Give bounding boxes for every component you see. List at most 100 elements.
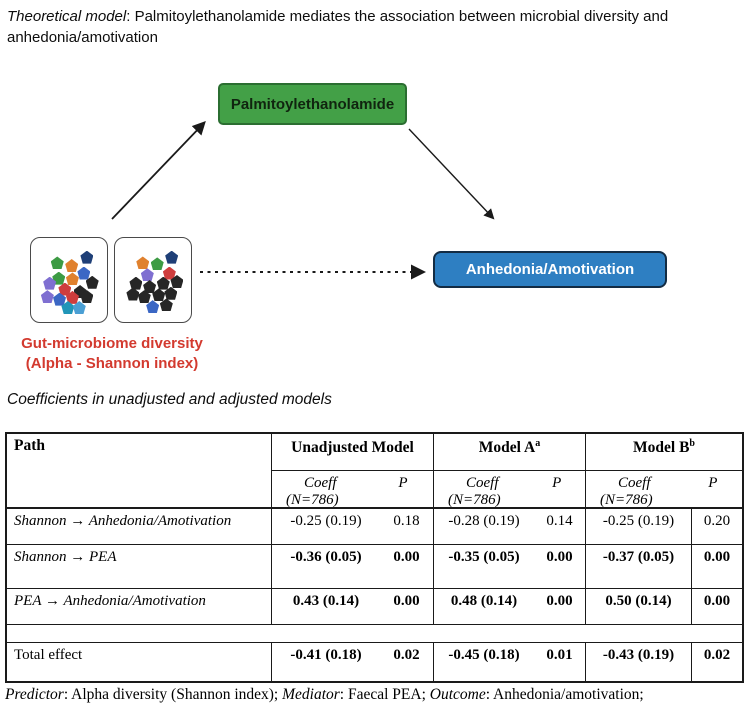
- p-cell: 0.00: [380, 589, 434, 625]
- black-microbe-dot: [143, 280, 157, 293]
- model-b-header: Model Bb: [586, 434, 742, 471]
- coeff-subheader: Coeff(N=786): [590, 475, 688, 507]
- orange-microbe-dot: [65, 259, 79, 272]
- black-microbe-dot: [152, 288, 166, 302]
- red-microbe-dot: [58, 282, 72, 296]
- coeff-cell: 0.48 (0.14): [434, 589, 534, 625]
- red-microbe-dot: [65, 290, 79, 304]
- path-cell: Shannon → Anhedonia/Amotivation: [7, 509, 272, 545]
- p-cell: 0.00: [692, 545, 742, 589]
- green-microbe-dot: [150, 257, 164, 271]
- orange-microbe-dot: [136, 256, 150, 270]
- unadjusted-subheader: Coeff(N=786) P: [272, 471, 434, 509]
- path-column-header: Path: [7, 434, 272, 509]
- coeff-cell: -0.25 (0.19): [272, 509, 380, 545]
- blue-microbe-dot: [146, 300, 160, 314]
- model-a-subheader: Coeff(N=786) P: [434, 471, 586, 509]
- p-label: P: [398, 475, 408, 491]
- model-b-label: Model B: [633, 439, 690, 457]
- p-cell: 0.00: [534, 545, 586, 589]
- coeff-cell: 0.50 (0.14): [586, 589, 692, 625]
- n-label: (N=786): [286, 492, 339, 508]
- red-microbe-dot: [162, 266, 176, 280]
- black-microbe-dot: [164, 286, 178, 300]
- p-cell: 0.18: [380, 509, 434, 545]
- outcome-box-label: Anhedonia/Amotivation: [465, 261, 635, 278]
- purple-microbe-dot: [40, 290, 54, 304]
- coeff-label: Coeff: [466, 475, 499, 491]
- black-microbe-dot: [156, 276, 170, 290]
- coeff-cell: -0.28 (0.19): [434, 509, 534, 545]
- p-cell: 0.02: [380, 643, 434, 681]
- black-microbe-dot: [80, 290, 94, 304]
- footnote-predictor-label: Predictor: [5, 686, 64, 703]
- p-label: P: [708, 475, 718, 491]
- coeff-cell: -0.43 (0.19): [586, 643, 692, 681]
- coeff-cell: -0.25 (0.19): [586, 509, 692, 545]
- black-microbe-dot: [126, 287, 140, 301]
- coeff-cell: -0.45 (0.18): [448, 647, 520, 663]
- coeff-label: Coeff: [304, 475, 337, 491]
- black-microbe-dot: [137, 290, 151, 304]
- figure-title-rest: : Palmitoylethanolamide mediates the ass…: [7, 8, 669, 46]
- lightblue-microbe-dot: [72, 301, 86, 314]
- p-cell: 0.00: [534, 589, 586, 625]
- coeff-cell: -0.35 (0.05): [434, 545, 534, 589]
- microbiome-box-diverse: [30, 237, 108, 323]
- model-a-header: Model Aa: [434, 434, 586, 471]
- predictor-caption-line2: (Alpha - Shannon index): [25, 355, 199, 372]
- path-cell: Total effect: [7, 643, 272, 681]
- p-cell: 0.00: [692, 589, 742, 625]
- model-a-label: Model A: [478, 439, 536, 457]
- orange-microbe-dot: [65, 272, 79, 286]
- black-microbe-dot: [170, 274, 184, 288]
- coeff-cell: -0.37 (0.05): [586, 545, 692, 589]
- predictor-caption-line1: Gut-microbiome diversity: [21, 335, 203, 352]
- navy-microbe-dot: [80, 250, 94, 264]
- black-microbe-dot: [85, 275, 99, 289]
- model-b-sup: b: [689, 438, 695, 449]
- black-microbe-dot: [159, 298, 173, 312]
- coeff-subheader: Coeff(N=786): [438, 475, 532, 507]
- footnote-predictor-text: : Alpha diversity (Shannon index);: [63, 686, 283, 703]
- coeff-subheader: Coeff(N=786): [276, 475, 377, 507]
- footnote-outcome-text: : Anhedonia/amotivation;: [485, 686, 644, 703]
- coeff-cell: 0.43 (0.14): [272, 589, 380, 625]
- unadjusted-model-label: Unadjusted Model: [291, 439, 414, 457]
- p-cell: 0.02: [703, 647, 731, 663]
- p-cell: 0.00: [380, 545, 434, 589]
- coefficients-table: Path Unadjusted Model Model Aa Model Bb …: [5, 432, 744, 683]
- outcome-box: Anhedonia/Amotivation: [433, 251, 667, 288]
- footnote-mediator-text: : Faecal PEA;: [339, 686, 430, 703]
- model-a-sup: a: [535, 438, 541, 449]
- coeff-cell: -0.36 (0.05): [272, 545, 380, 589]
- arrow-predictor-to-mediator: [111, 121, 206, 220]
- blue-microbe-dot: [53, 292, 67, 306]
- figure-title: Theoretical model: Palmitoylethanolamide…: [7, 6, 735, 48]
- black-microbe-dot: [129, 276, 143, 290]
- microbiome-box-low-diversity: [114, 237, 192, 323]
- p-cell: 0.14: [534, 509, 586, 545]
- green-microbe-dot: [50, 256, 64, 270]
- spacer-row: [7, 625, 742, 643]
- n-label: (N=786): [600, 492, 653, 508]
- p-cell: 0.01: [534, 643, 586, 681]
- mediator-box: Palmitoylethanolamide: [218, 83, 407, 125]
- arrow-mediator-to-outcome: [408, 128, 495, 220]
- path-cell: PEA → Anhedonia/Amotivation: [7, 589, 272, 625]
- table-caption: Coefficients in unadjusted and adjusted …: [7, 391, 332, 408]
- path-cell: Shannon → PEA: [7, 545, 272, 589]
- blue-microbe-dot: [77, 266, 91, 280]
- purple-microbe-dot: [43, 276, 57, 290]
- navy-microbe-dot: [165, 250, 179, 264]
- p-cell: 0.20: [692, 509, 742, 545]
- unadjusted-model-header: Unadjusted Model: [272, 434, 434, 471]
- purple-microbe-dot: [140, 268, 154, 282]
- coeff-label: Coeff: [618, 475, 651, 491]
- mediator-box-label: Palmitoylethanolamide: [230, 95, 395, 113]
- footnote-outcome-label: Outcome: [429, 686, 486, 703]
- coeff-cell: -0.41 (0.18): [290, 647, 362, 663]
- model-b-subheader: Coeff(N=786) P: [586, 471, 742, 509]
- teal-microbe-dot: [61, 301, 75, 314]
